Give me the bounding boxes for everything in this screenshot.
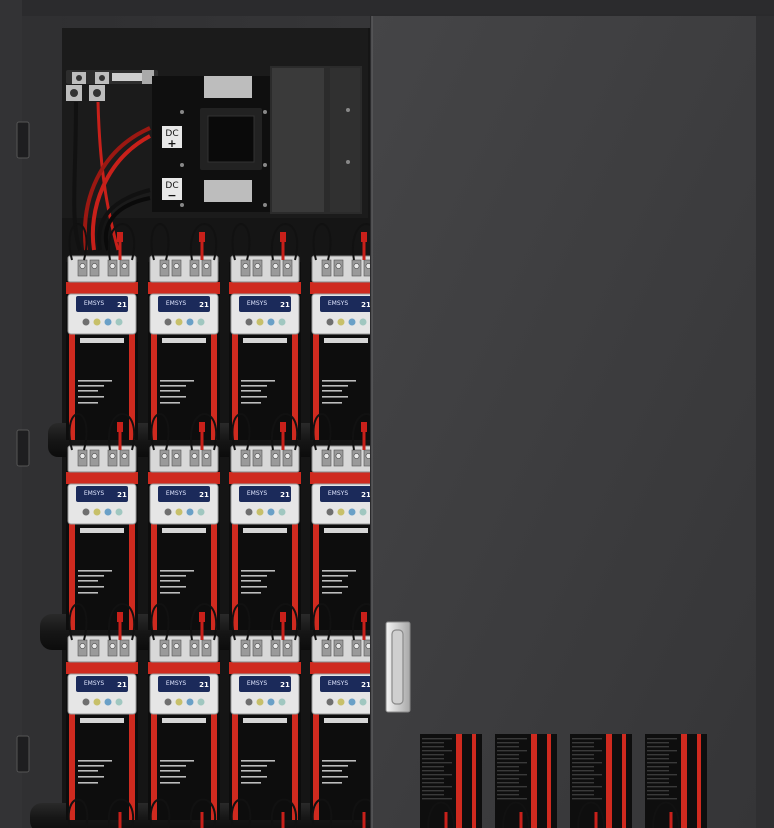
- battery-brand: EMSYS: [166, 300, 186, 307]
- battery-brand: EMSYS: [84, 680, 104, 687]
- battery-label: EMSYS 21: [67, 293, 137, 335]
- battery-label: EMSYS 21: [149, 483, 219, 525]
- battery-number: 21: [280, 301, 290, 309]
- door-handle[interactable]: [385, 621, 411, 713]
- battery-module: EMSYS 21: [148, 413, 220, 630]
- battery-number: 21: [361, 301, 371, 309]
- battery-number: 21: [361, 491, 371, 499]
- battery-label: EMSYS 21: [67, 673, 137, 715]
- battery-brand: EMSYS: [247, 300, 267, 307]
- battery-module: EMSYS 21: [148, 603, 220, 820]
- hinge-icon: [16, 121, 30, 773]
- battery-module: EMSYS 21: [229, 413, 301, 630]
- battery-label: EMSYS 21: [311, 293, 381, 335]
- cable-loops: [67, 798, 379, 828]
- battery-module: [495, 734, 557, 828]
- battery-label: EMSYS 21: [311, 483, 381, 525]
- battery-brand: EMSYS: [166, 490, 186, 497]
- battery-module: EMSYS 21: [66, 603, 138, 820]
- battery-module: EMSYS 21: [66, 223, 138, 440]
- battery-brand: EMSYS: [328, 490, 348, 497]
- battery-brand: EMSYS: [166, 680, 186, 687]
- dc-plus-sign: +: [167, 137, 176, 150]
- battery-module: EMSYS 21: [229, 223, 301, 440]
- battery-brand: EMSYS: [328, 680, 348, 687]
- battery-label: EMSYS 21: [311, 673, 381, 715]
- battery-module: [645, 734, 707, 828]
- battery-brand: EMSYS: [84, 490, 104, 497]
- battery-module: [420, 734, 482, 828]
- battery-module: EMSYS 21: [148, 223, 220, 440]
- battery-module: EMSYS 21: [229, 603, 301, 820]
- battery-number: 21: [199, 301, 209, 309]
- battery-number: 21: [199, 491, 209, 499]
- cabinet-door[interactable]: [370, 14, 774, 828]
- dc-minus-sign: −: [167, 189, 176, 202]
- dc-bus-panel: DC + DC −: [62, 28, 368, 251]
- battery-label: EMSYS 21: [230, 673, 300, 715]
- battery-brand: EMSYS: [328, 300, 348, 307]
- battery-module: [570, 734, 632, 828]
- battery-number: 21: [117, 681, 127, 689]
- battery-number: 21: [361, 681, 371, 689]
- battery-number: 21: [280, 491, 290, 499]
- battery-label: EMSYS 21: [149, 293, 219, 335]
- battery-module: EMSYS 21: [66, 413, 138, 630]
- battery-label: EMSYS 21: [230, 293, 300, 335]
- battery-label: EMSYS 21: [67, 483, 137, 525]
- battery-label: EMSYS 21: [149, 673, 219, 715]
- battery-number: 21: [280, 681, 290, 689]
- dc-plus-label: DC: [165, 129, 178, 139]
- battery-number: 21: [199, 681, 209, 689]
- battery-brand: EMSYS: [247, 680, 267, 687]
- dc-minus-label: DC: [165, 181, 178, 191]
- battery-brand: EMSYS: [84, 300, 104, 307]
- battery-number: 21: [117, 491, 127, 499]
- battery-brand: EMSYS: [247, 490, 267, 497]
- battery-number: 21: [117, 301, 127, 309]
- battery-label: EMSYS 21: [230, 483, 300, 525]
